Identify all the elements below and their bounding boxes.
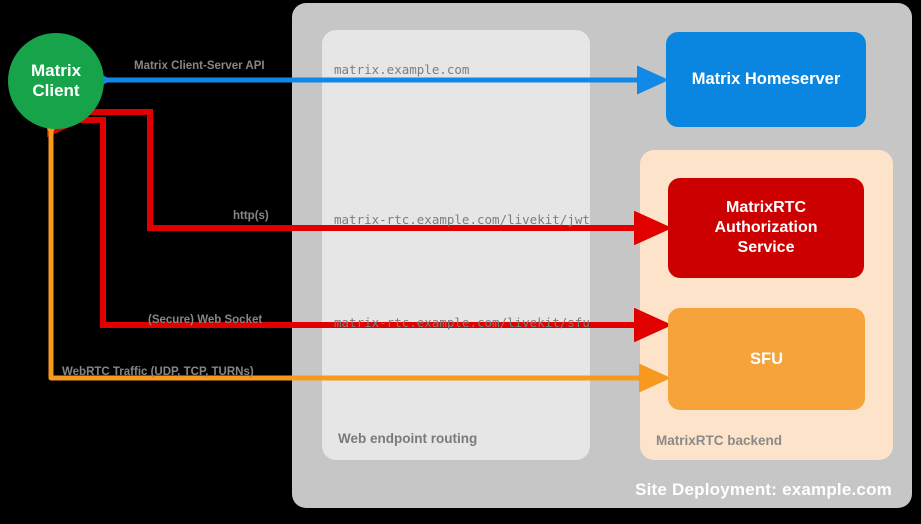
auth-line3: Service: [737, 239, 795, 256]
site-deployment-label: Site Deployment: example.com: [635, 480, 892, 499]
auth-line2: Authorization: [714, 219, 818, 236]
node-matrix-client[interactable]: Matrix Client: [8, 33, 104, 129]
node-matrix-homeserver-label: Matrix Homeserver: [691, 70, 841, 88]
node-authorization-service-label: MatrixRTC Authorization Service: [714, 198, 817, 258]
endpoint-url-livekit-jwt: matrix-rtc.example.com/livekit/jwt: [334, 212, 590, 227]
node-authorization-service[interactable]: MatrixRTC Authorization Service: [668, 178, 864, 278]
auth-line1: MatrixRTC: [725, 199, 806, 216]
endpoint-url-livekit-sfu: matrix-rtc.example.com/livekit/sfu: [334, 315, 590, 330]
node-matrix-homeserver[interactable]: Matrix Homeserver: [666, 32, 866, 127]
node-matrix-client-label: Matrix Client: [31, 61, 81, 100]
endpoint-url-matrix: matrix.example.com: [334, 62, 470, 77]
matrixrtc-backend-label: MatrixRTC backend: [656, 433, 783, 448]
edge-label-client-server-api: Matrix Client-Server API: [134, 60, 265, 72]
node-sfu-label: SFU: [750, 349, 783, 368]
web-endpoint-routing-label: Web endpoint routing: [338, 431, 478, 446]
edge-label-web-socket: (Secure) Web Socket: [148, 314, 263, 326]
matrix-client-line1: Matrix: [30, 61, 82, 81]
matrix-client-line2: Client: [32, 81, 80, 100]
edge-label-webrtc-traffic: WebRTC Traffic (UDP, TCP, TURNs): [62, 366, 254, 378]
node-sfu[interactable]: SFU: [668, 308, 865, 410]
web-endpoint-routing-container: Web endpoint routing: [322, 30, 590, 460]
edge-label-https: http(s): [233, 210, 269, 222]
